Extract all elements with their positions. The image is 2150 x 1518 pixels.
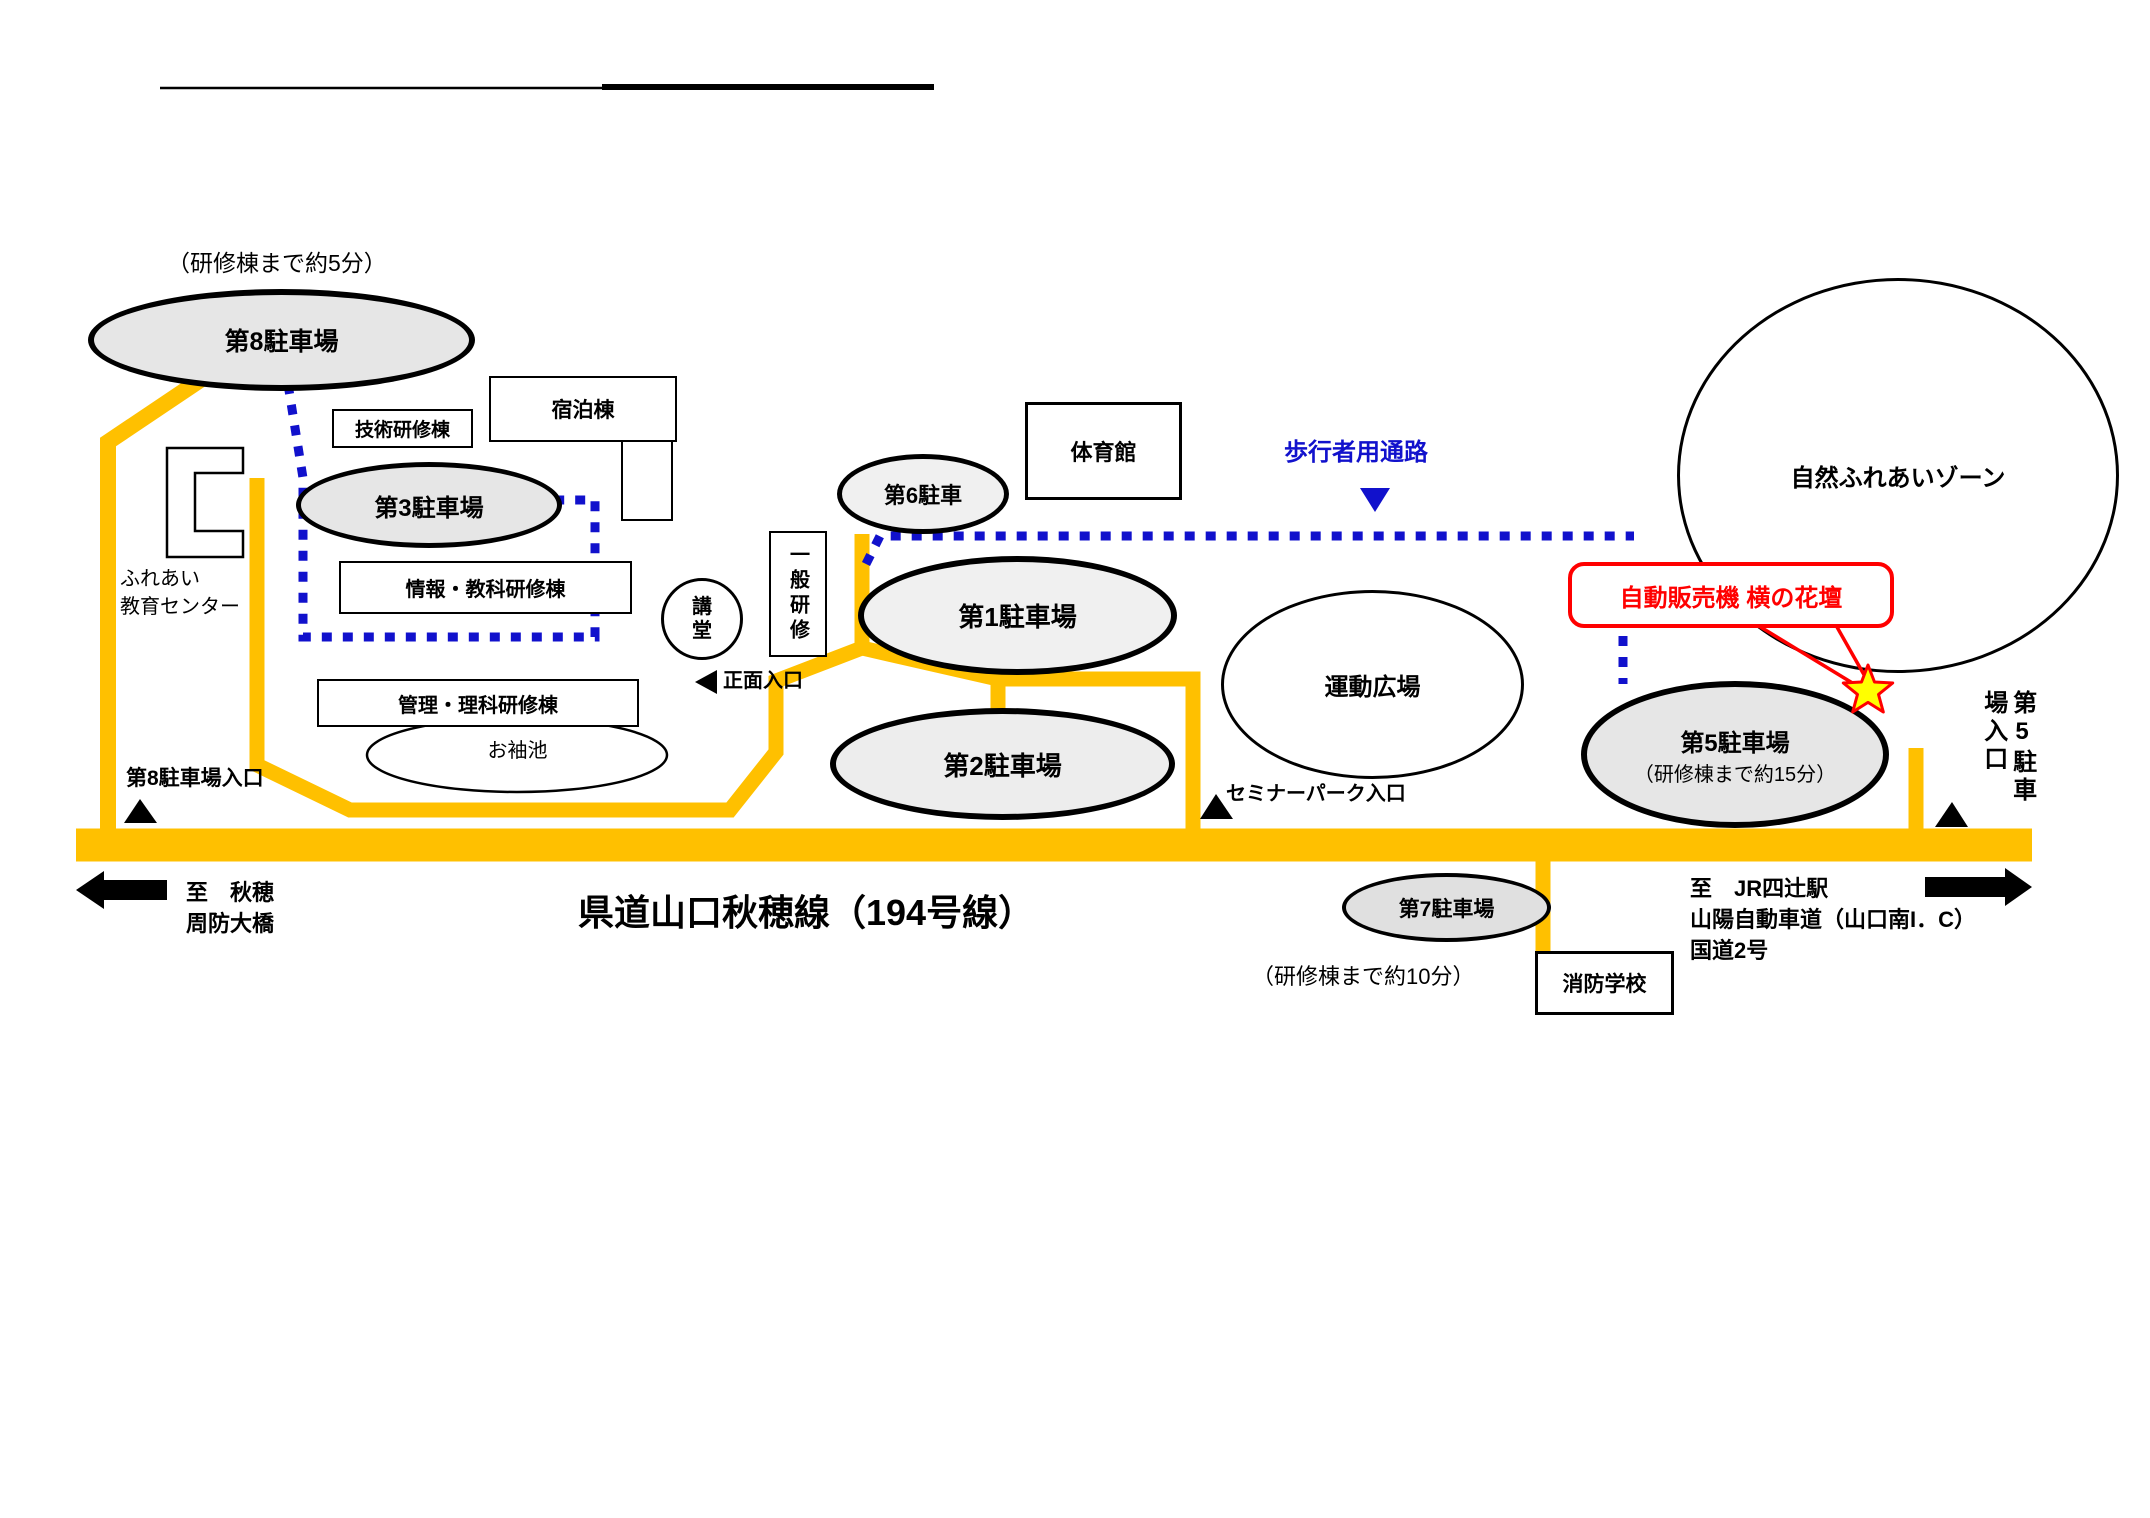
parking-lot-7: 第7駐車場 [1342, 873, 1551, 942]
lodge-annex-building-shape [621, 435, 673, 521]
walkway-dotted-west [283, 383, 600, 642]
lot8-entrance-arrow-icon [124, 799, 157, 823]
lot8-walk-time-note: （研修棟まで約5分） [167, 250, 387, 276]
vending-machine-flowerbed-callout: 自動販売機 横の花壇 [1568, 562, 1894, 628]
parking-lot-3: 第3駐車場 [296, 462, 562, 548]
fire-school-building: 消防学校 [1535, 951, 1674, 1015]
walkway-dotted-east [861, 531, 1634, 567]
destination-west-label: 至 秋穂 周防大橋 [186, 880, 275, 936]
info-training-building: 情報・教科研修棟 [339, 561, 632, 614]
prefectural-road-name: 県道山口秋穂線（194号線） [578, 892, 1035, 933]
seminar-entrance-arrow-icon [1200, 794, 1233, 819]
parking-lot-5-name: 第5駐車場 [1680, 729, 1790, 757]
fureai-center-label: ふれあい 教育センター [120, 568, 240, 618]
main-entrance-arrow-icon [695, 670, 717, 694]
lodge-building: 宿泊棟 [489, 376, 677, 442]
parking-lot-5-walk-time: （研修棟まで約15分） [1633, 763, 1837, 786]
east-direction-arrow-icon [1925, 868, 2032, 906]
lot7-walk-time-note: （研修棟まで約10分） [1252, 964, 1475, 989]
parking-lot-8: 第8駐車場 [88, 289, 475, 391]
lot5-entrance-arrow-icon [1935, 802, 1968, 827]
seminar-park-entrance-label: セミナーパーク入口 [1226, 783, 1406, 805]
destination-east-label: 至 JR四辻駅 山陽自動車道（山口南I．C） 国道2号 [1690, 876, 1977, 963]
lot5-entrance-vertical-label: 第5駐車 場入口 [1979, 690, 2036, 805]
parking-lot-6: 第6駐車 [837, 454, 1009, 534]
pond-label: お袖池 [487, 740, 548, 762]
auditorium-building: 講 堂 [661, 578, 743, 660]
west-direction-arrow-icon [76, 871, 167, 909]
lot8-entrance-label: 第8駐車場入口 [126, 767, 264, 790]
gymnasium-building: 体育館 [1025, 402, 1182, 500]
parking-lot-1: 第1駐車場 [858, 556, 1177, 675]
general-training-building: 一般研修 [769, 531, 827, 657]
walkway-pointer-icon [1360, 488, 1390, 512]
parking-lot-5: 第5駐車場 （研修棟まで約15分） [1581, 681, 1889, 828]
pedestrian-walkway-label: 歩行者用通路 [1284, 439, 1428, 466]
sports-field-zone: 運動広場 [1221, 590, 1524, 779]
fureai-center-building-shape [165, 446, 245, 559]
campus-loop-road [249, 478, 870, 818]
tech-training-building: 技術研修棟 [332, 409, 473, 448]
admin-science-building: 管理・理科研修棟 [317, 679, 639, 727]
main-entrance-label: 正面入口 [723, 670, 803, 692]
parking-lot-2: 第2駐車場 [830, 708, 1175, 820]
